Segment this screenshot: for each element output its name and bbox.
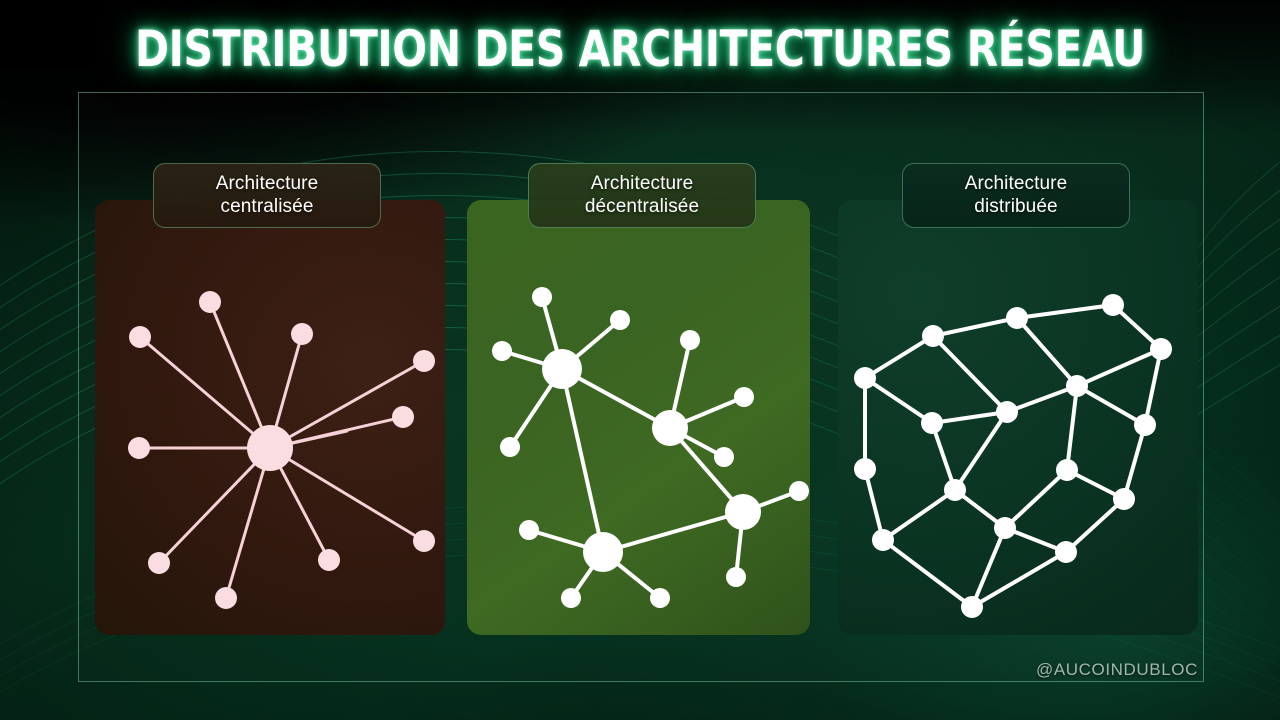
label-line-1: Architecture — [964, 173, 1068, 195]
diagram-centralized-network — [128, 291, 435, 609]
content-frame — [78, 92, 1204, 682]
panel-architecture-decentralisee — [467, 200, 810, 635]
label-line-2: décentralisée — [584, 195, 700, 217]
label-line-1: Architecture — [215, 173, 319, 195]
label-architecture-decentralisee: Architecture décentralisée — [528, 163, 756, 228]
label-line-1: Architecture — [590, 173, 694, 195]
diagram-decentralized-network — [492, 287, 809, 608]
label-line-2: distribuée — [974, 195, 1058, 217]
label-architecture-centralisee: Architecture centralisée — [153, 163, 381, 228]
label-line-2: centralisée — [220, 195, 314, 217]
panel-architecture-centralisee — [95, 200, 445, 635]
panel-architecture-distribuee — [838, 200, 1198, 635]
label-architecture-distribuee: Architecture distribuée — [902, 163, 1130, 228]
watermark: @AUCOINDUBLOC — [1035, 660, 1198, 679]
page-title: DISTRIBUTION DES ARCHITECTURES RÉSEAU — [134, 20, 1146, 78]
diagram-mesh-network — [854, 294, 1172, 618]
